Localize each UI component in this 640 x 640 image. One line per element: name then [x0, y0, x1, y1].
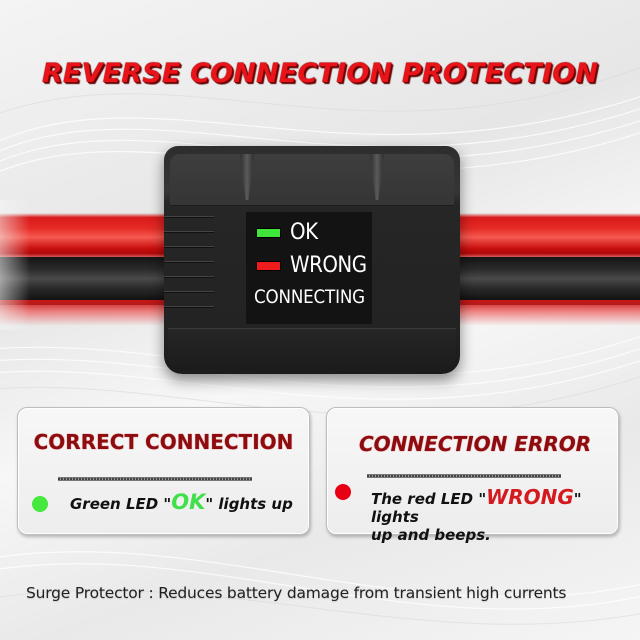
reverse-protection-device: OK WRONG CONNECTING	[164, 146, 460, 374]
wrong-indicator: WRONG	[256, 253, 367, 278]
connecting-label: CONNECTING	[254, 286, 365, 308]
card-divider	[58, 477, 252, 481]
device-grip-ribs	[164, 216, 216, 326]
connection-error-card: CONNECTION ERROR The red LED "WRONG" lig…	[326, 407, 619, 544]
card-title: CORRECT CONNECTION	[33, 430, 294, 454]
device-base	[168, 328, 456, 374]
green-dot-icon	[32, 496, 48, 512]
indicator-panel: OK WRONG CONNECTING	[246, 212, 372, 324]
card-description: Green LED "OK" lights up	[70, 490, 293, 514]
headline-title: REVERSE CONNECTION PROTECTION	[41, 58, 599, 89]
device-top-cover	[170, 154, 454, 206]
correct-connection-card: CORRECT CONNECTION Green LED "OK" lights…	[17, 407, 310, 535]
card-title: CONNECTION ERROR	[359, 432, 592, 456]
wrong-highlight: WRONG	[486, 485, 574, 509]
device-notch	[240, 154, 254, 200]
cable-fade	[0, 200, 30, 330]
red-dot-icon	[335, 484, 351, 500]
card-divider	[367, 474, 561, 478]
green-led-icon	[256, 227, 281, 238]
ok-highlight: OK	[171, 490, 206, 514]
device-notch	[370, 154, 384, 200]
wrong-label: WRONG	[290, 253, 367, 278]
ok-label: OK	[290, 220, 318, 245]
card-description: The red LED "WRONG" lights up and beeps.	[371, 485, 582, 544]
red-led-icon	[256, 260, 281, 271]
footer-caption: Surge Protector : Reduces battery damage…	[26, 584, 567, 602]
ok-indicator: OK	[256, 220, 318, 245]
